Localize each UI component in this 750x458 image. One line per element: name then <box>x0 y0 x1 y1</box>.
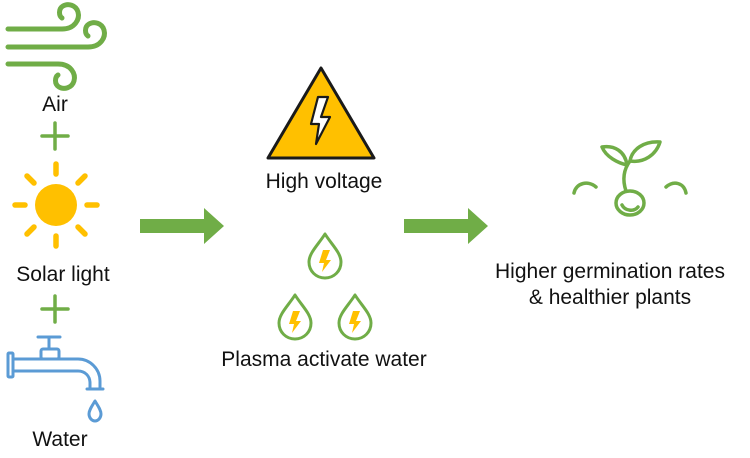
charged-water-drop-icon <box>337 293 373 341</box>
plus-icon <box>40 121 70 151</box>
wind-icon <box>5 2 107 91</box>
plasma-activated-water-label: Plasma activate water <box>221 348 427 371</box>
sun-icon <box>12 161 100 249</box>
result-line-2: & healthier plants <box>528 286 692 309</box>
high-voltage-warning-icon <box>266 66 376 160</box>
air-label: Air <box>42 93 68 116</box>
air-group: Air <box>0 0 110 120</box>
right-arrow-icon <box>404 208 488 244</box>
water-label: Water <box>32 428 88 451</box>
sprout-icon <box>572 140 688 217</box>
charged-water-drop-icon <box>307 232 343 280</box>
charged-water-drop-icon <box>277 293 313 341</box>
result-line-1: Higher germination rates <box>495 260 725 283</box>
high-voltage-label: High voltage <box>265 170 383 193</box>
solar-light-label: Solar light <box>16 263 110 286</box>
right-arrow-icon <box>140 208 224 244</box>
faucet-icon <box>6 335 105 423</box>
plus-icon <box>40 294 70 324</box>
